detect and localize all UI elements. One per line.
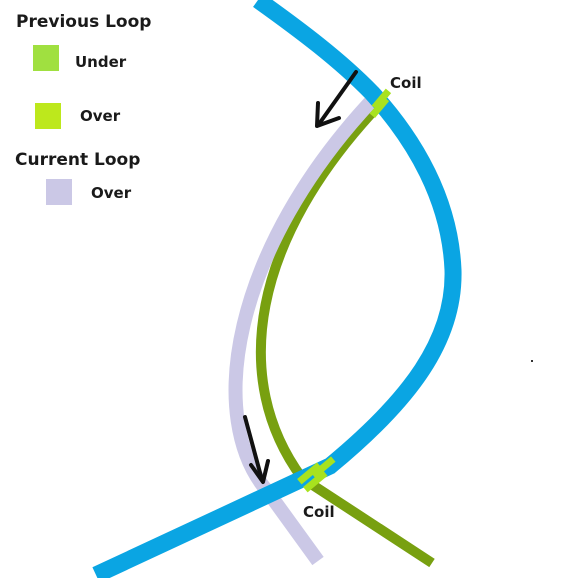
- blue-strand: [92, 0, 462, 578]
- legend-previous-heading: Previous Loop: [16, 12, 152, 32]
- bottom-coil-wrap: [297, 462, 322, 485]
- coil-label-bottom: Coil: [303, 503, 335, 521]
- green-strand: [255, 98, 435, 568]
- bottom-coil-wrap: [303, 470, 328, 493]
- stray-dot: [531, 360, 533, 362]
- legend-swatch-under: [33, 45, 59, 71]
- arrow-head: [315, 101, 341, 128]
- arrow-shaft: [243, 415, 264, 482]
- top-coil-wrap: [369, 96, 390, 118]
- top-coil: [369, 88, 392, 118]
- arrow-head: [249, 459, 270, 484]
- arrow-shaft: [317, 70, 358, 126]
- coil-label-top: Coil: [390, 74, 422, 92]
- bottom-coil: [297, 456, 336, 493]
- legend-label-over-previous: Over: [80, 107, 121, 125]
- direction-arrow-bottom: [243, 415, 270, 484]
- bottom-coil-wrap: [311, 456, 336, 479]
- top-coil-wrap: [371, 88, 392, 110]
- legend-label-under: Under: [75, 53, 127, 71]
- direction-arrow-top: [315, 70, 358, 128]
- legend-swatch-over-current: [46, 179, 72, 205]
- legend-current-heading: Current Loop: [15, 150, 141, 170]
- legend-swatch-over-previous: [35, 103, 61, 129]
- legend-label-over-current: Over: [91, 184, 132, 202]
